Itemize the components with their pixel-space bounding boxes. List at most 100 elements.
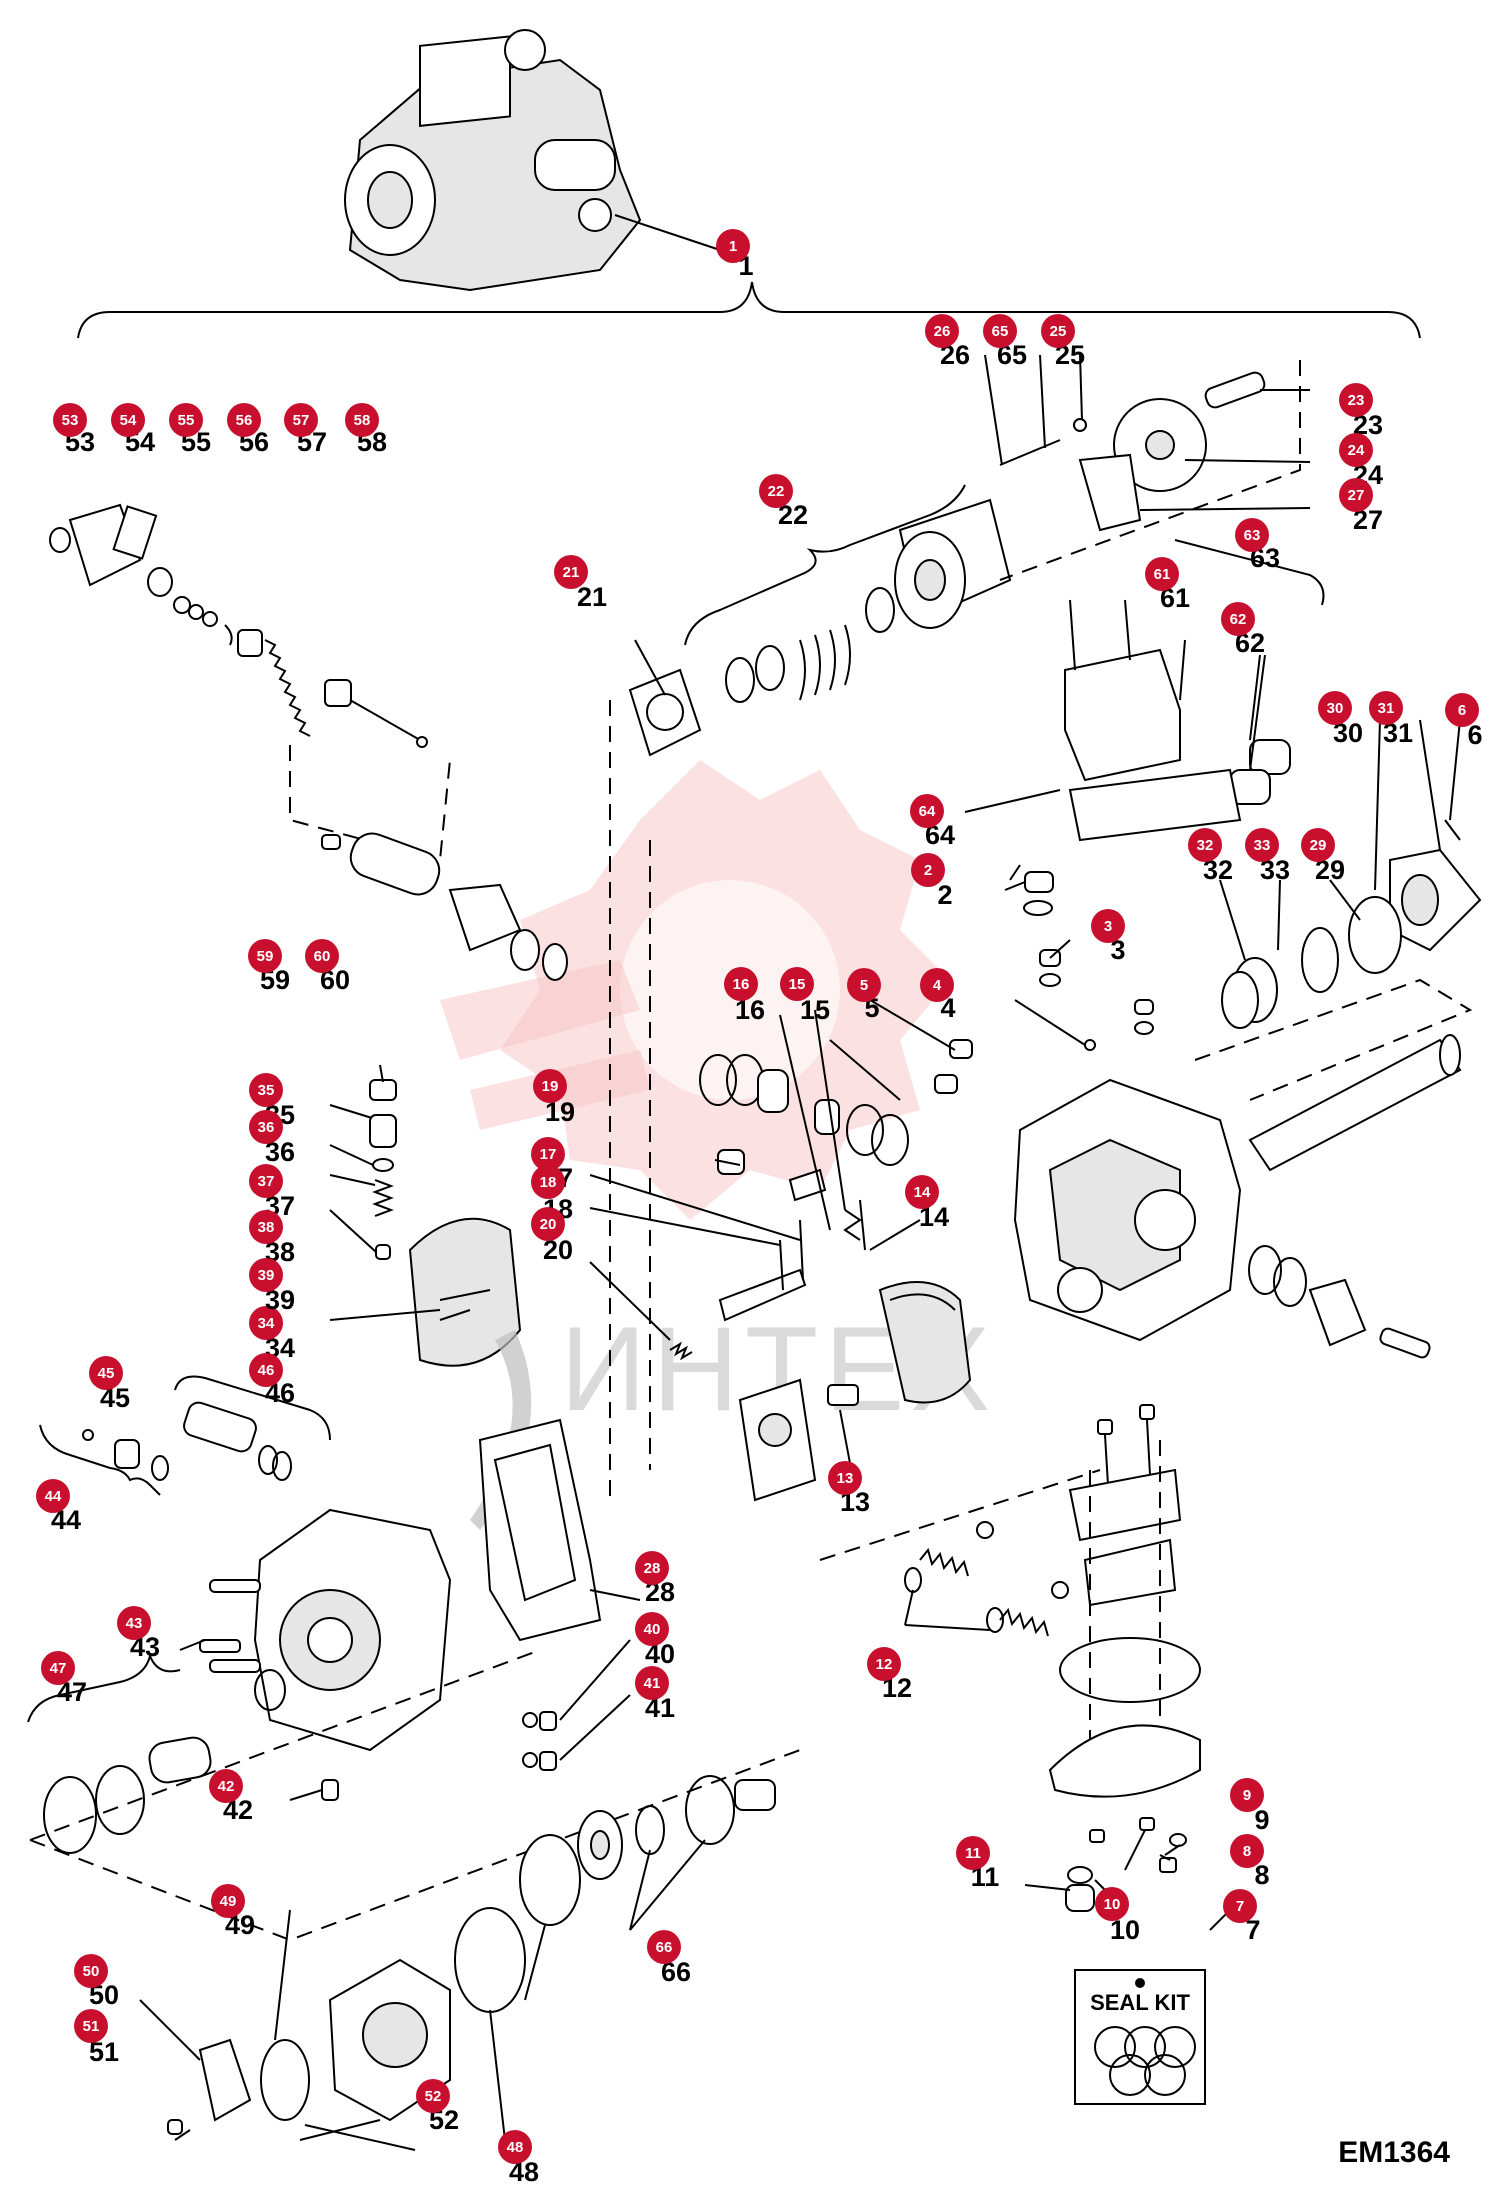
part-badge-label-17: 17 — [540, 1146, 557, 1163]
seal-kit-label: SEAL KIT — [1090, 1990, 1190, 2015]
part-badge-label-42: 42 — [218, 1778, 235, 1795]
part-badge-32[interactable] — [1188, 828, 1222, 862]
part-badge-64[interactable] — [910, 794, 944, 828]
part-badge-12[interactable] — [867, 1647, 901, 1681]
aux-bearing-bracket — [27, 1652, 181, 1723]
part-badge-label-44: 44 — [45, 1488, 62, 1505]
part-number-9: 9 — [1254, 1805, 1269, 1835]
part-badge-21[interactable] — [554, 555, 588, 589]
part-badge-40[interactable] — [635, 1612, 669, 1646]
part-badge-label-12: 12 — [876, 1656, 893, 1673]
pump-assembly-illustration — [344, 29, 721, 292]
part-badge-16[interactable] — [724, 967, 758, 1001]
part-badge-41[interactable] — [635, 1666, 669, 1700]
part-badge-25[interactable] — [1041, 314, 1075, 348]
part-badge-65[interactable] — [983, 314, 1017, 348]
part-badge-label-16: 16 — [733, 976, 750, 993]
part-badge-14[interactable] — [905, 1175, 939, 1209]
part-badge-48[interactable] — [498, 2130, 532, 2164]
part-badge-label-66: 66 — [656, 1939, 673, 1956]
part-badge-15[interactable] — [780, 967, 814, 1001]
part-badge-10[interactable] — [1095, 1887, 1129, 1921]
part-badge-22[interactable] — [759, 474, 793, 508]
part-badge-label-37: 37 — [258, 1173, 275, 1190]
charge-relief-group — [369, 1079, 522, 1367]
part-badge-19[interactable] — [533, 1069, 567, 1103]
part-badge-label-18: 18 — [540, 1174, 557, 1191]
part-badge-56[interactable] — [227, 403, 261, 437]
part-badge-51[interactable] — [74, 2009, 108, 2043]
part-badge-17[interactable] — [531, 1137, 565, 1171]
part-badge-26[interactable] — [925, 314, 959, 348]
part-badge-label-19: 19 — [542, 1078, 559, 1095]
part-badge-label-13: 13 — [837, 1470, 854, 1487]
housing-plugs — [321, 1711, 557, 1801]
shaft-dashed-box — [1194, 978, 1473, 1101]
part-badge-label-1: 1 — [729, 238, 737, 255]
part-badge-50[interactable] — [74, 1954, 108, 1988]
part-badge-54[interactable] — [111, 403, 145, 437]
part-number-2: 2 — [937, 880, 952, 910]
part-badge-3[interactable] — [1091, 909, 1125, 943]
part-badge-30[interactable] — [1318, 691, 1352, 725]
part-badge-35[interactable] — [249, 1073, 283, 1107]
part-badge-label-57: 57 — [293, 412, 310, 429]
part-badge-55[interactable] — [169, 403, 203, 437]
part-badge-7[interactable] — [1223, 1889, 1257, 1923]
part-badge-20[interactable] — [531, 1207, 565, 1241]
part-badge-18[interactable] — [531, 1165, 565, 1199]
part-badge-46[interactable] — [249, 1353, 283, 1387]
part-badge-27[interactable] — [1339, 478, 1373, 512]
part-badge-31[interactable] — [1369, 691, 1403, 725]
part-badge-label-60: 60 — [314, 948, 331, 965]
part-badge-47[interactable] — [41, 1651, 75, 1685]
part-badge-63[interactable] — [1235, 518, 1269, 552]
part-badge-36[interactable] — [249, 1110, 283, 1144]
part-badge-42[interactable] — [209, 1769, 243, 1803]
part-badge-label-65: 65 — [992, 323, 1009, 340]
part-badge-62[interactable] — [1221, 602, 1255, 636]
part-badge-34[interactable] — [249, 1306, 283, 1340]
part-badge-label-11: 11 — [965, 1845, 981, 1862]
rear-cover-group — [167, 1775, 776, 2141]
part-badge-2[interactable] — [911, 853, 945, 887]
part-badge-57[interactable] — [284, 403, 318, 437]
shaft-seal-group — [1221, 819, 1482, 1029]
control-block-group — [1064, 539, 1325, 842]
part-number-3: 3 — [1110, 935, 1125, 965]
part-badge-44[interactable] — [36, 1479, 70, 1513]
part-badge-8[interactable] — [1230, 1834, 1264, 1868]
part-badge-13[interactable] — [828, 1461, 862, 1495]
part-badge-28[interactable] — [635, 1551, 669, 1585]
part-badge-5[interactable] — [847, 968, 881, 1002]
part-badge-52[interactable] — [416, 2079, 450, 2113]
part-badge-9[interactable] — [1230, 1778, 1264, 1812]
part-badge-label-41: 41 — [644, 1675, 661, 1692]
part-badge-45[interactable] — [89, 1356, 123, 1390]
part-badge-label-47: 47 — [50, 1660, 67, 1677]
part-badge-11[interactable] — [956, 1836, 990, 1870]
part-badge-4[interactable] — [920, 968, 954, 1002]
part-badge-66[interactable] — [647, 1930, 681, 1964]
part-badge-59[interactable] — [248, 939, 282, 973]
part-badge-60[interactable] — [305, 939, 339, 973]
part-badge-58[interactable] — [345, 403, 379, 437]
part-badge-39[interactable] — [249, 1258, 283, 1292]
part-badge-38[interactable] — [249, 1210, 283, 1244]
part-badge-label-55: 55 — [178, 412, 195, 429]
part-number-15: 15 — [800, 995, 830, 1025]
part-badge-23[interactable] — [1339, 383, 1373, 417]
part-badge-61[interactable] — [1145, 557, 1179, 591]
part-badge-label-62: 62 — [1230, 611, 1247, 628]
part-badge-24[interactable] — [1339, 433, 1373, 467]
part-badge-6[interactable] — [1445, 693, 1479, 727]
part-badge-37[interactable] — [249, 1164, 283, 1198]
part-badge-49[interactable] — [211, 1884, 245, 1918]
part-badge-29[interactable] — [1301, 828, 1335, 862]
part-badge-1[interactable] — [716, 229, 750, 263]
part-badge-label-8: 8 — [1243, 1843, 1251, 1860]
part-badge-label-53: 53 — [62, 412, 79, 429]
part-badge-33[interactable] — [1245, 828, 1279, 862]
part-badge-53[interactable] — [53, 403, 87, 437]
part-badge-43[interactable] — [117, 1606, 151, 1640]
